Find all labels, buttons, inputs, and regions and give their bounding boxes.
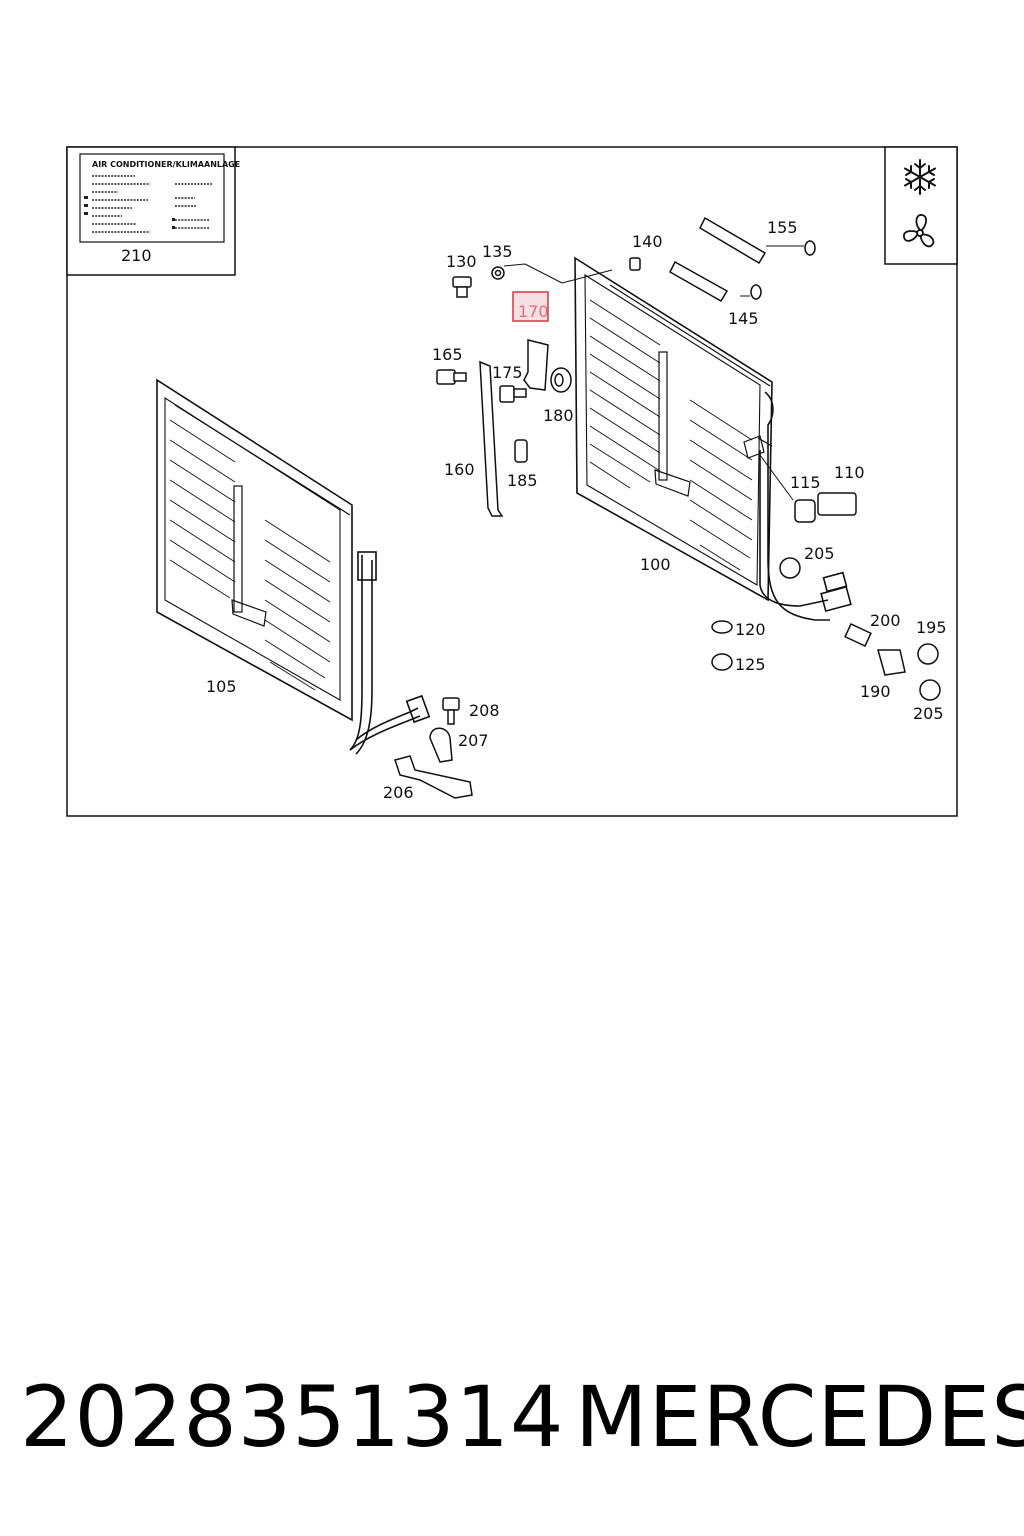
callout-206[interactable]: 206 bbox=[383, 783, 414, 802]
condenser-100 bbox=[574, 256, 773, 602]
brand-name: MERCEDES bbox=[575, 1368, 1024, 1466]
callout-207[interactable]: 207 bbox=[458, 731, 489, 750]
callout-105[interactable]: 105 bbox=[206, 677, 237, 696]
callout-160[interactable]: 160 bbox=[444, 460, 475, 479]
pipe-right bbox=[759, 391, 852, 621]
parts-diagram: AIR CONDITIONER/KLIMAANLAGE 210 bbox=[66, 146, 958, 817]
plate-number: 210 bbox=[121, 246, 152, 265]
plate-title: AIR CONDITIONER/KLIMAANLAGE bbox=[92, 160, 240, 169]
callout-155[interactable]: 155 bbox=[767, 218, 798, 237]
callout-140[interactable]: 140 bbox=[632, 232, 663, 251]
callout-110[interactable]: 110 bbox=[834, 463, 865, 482]
callout-208[interactable]: 208 bbox=[469, 701, 500, 720]
callout-130[interactable]: 130 bbox=[446, 252, 477, 271]
callout-100[interactable]: 100 bbox=[640, 555, 671, 574]
callout-115[interactable]: 115 bbox=[790, 473, 821, 492]
callout-120[interactable]: 120 bbox=[735, 620, 766, 639]
callout-180[interactable]: 180 bbox=[543, 406, 574, 425]
leader-lines bbox=[503, 245, 804, 501]
callout-195[interactable]: 195 bbox=[916, 618, 947, 637]
callout-135[interactable]: 135 bbox=[482, 242, 513, 261]
pipe-left bbox=[349, 551, 431, 755]
plate-box: AIR CONDITIONER/KLIMAANLAGE 210 bbox=[66, 146, 240, 276]
diagram-frame bbox=[66, 146, 958, 817]
fan-icon bbox=[903, 214, 935, 248]
icon-box bbox=[884, 146, 958, 265]
condenser-105 bbox=[156, 378, 353, 722]
callout-175[interactable]: 175 bbox=[492, 363, 523, 382]
callout-165[interactable]: 165 bbox=[432, 345, 463, 364]
callout-205-lower[interactable]: 205 bbox=[913, 704, 944, 723]
callout-200[interactable]: 200 bbox=[870, 611, 901, 630]
footer: 2028351314 MERCEDES bbox=[0, 1362, 1024, 1482]
callout-185[interactable]: 185 bbox=[507, 471, 538, 490]
parts-small bbox=[394, 216, 941, 799]
callout-190[interactable]: 190 bbox=[860, 682, 891, 701]
callout-205-upper[interactable]: 205 bbox=[804, 544, 835, 563]
callout-170[interactable]: 170 bbox=[518, 302, 549, 321]
snowflake-icon bbox=[904, 159, 936, 195]
callout-125[interactable]: 125 bbox=[735, 655, 766, 674]
callout-labels: 100 105 110 115 120 125 130 135 140 145 … bbox=[206, 218, 947, 802]
part-number: 2028351314 bbox=[20, 1368, 565, 1466]
callout-145[interactable]: 145 bbox=[728, 309, 759, 328]
highlight-box-170 bbox=[512, 291, 549, 322]
